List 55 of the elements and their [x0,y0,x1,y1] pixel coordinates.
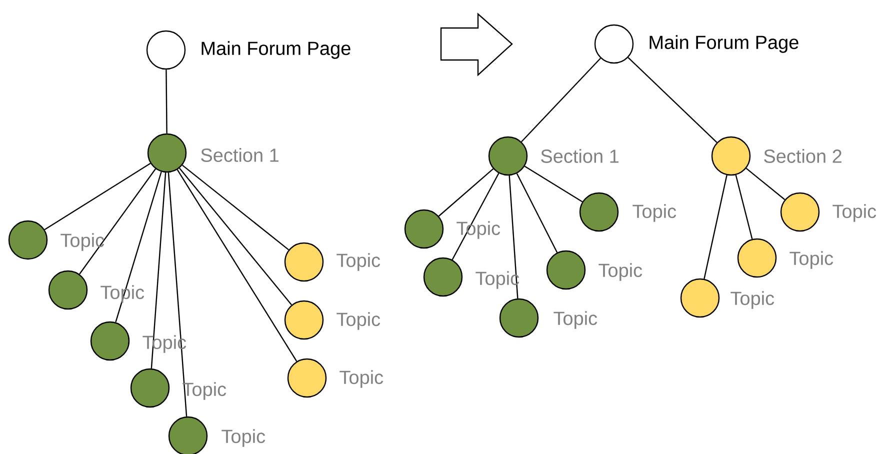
node-circle [711,136,751,176]
node-circle [284,242,324,282]
node-circle [146,30,186,70]
node-circle [680,278,720,318]
node-label: Topic [336,253,380,271]
connector-line [438,168,494,217]
node-circle [546,250,586,290]
node-circle [423,257,463,297]
node-label: Topic [730,291,774,309]
node-circle [284,300,324,340]
node-circle [48,270,88,310]
node-circle [130,368,170,408]
node-label: Main Forum Page [202,41,350,59]
node-label: Topic [336,312,380,330]
node-label: Topic [790,251,834,269]
connector-line [150,172,166,368]
connector-line [115,172,162,322]
connector-line [44,162,151,230]
connector-line [508,176,518,298]
node-label: Section 1 [541,149,618,163]
connector-line [168,172,188,416]
connector-line [735,174,753,240]
connector-line [704,175,728,279]
node-label: Topic [222,429,266,447]
node-label: Topic [598,263,642,281]
node-label: Topic [554,311,598,329]
node-circle [287,358,327,398]
node-circle [737,238,777,278]
connector-line [521,58,601,142]
node-label: Topic [60,233,104,251]
node-label: Topic [340,370,384,388]
connector-line [746,168,786,200]
node-circle [8,220,48,260]
node-circle [594,24,634,64]
node-circle [488,136,528,176]
connector-line [176,169,298,362]
node-circle [499,298,539,338]
node-circle [579,192,619,232]
connector-line [524,166,583,202]
node-label: Topic [632,204,676,222]
node-label: Topic [832,204,876,222]
node-label: Section 2 [764,149,842,163]
node-circle [404,209,444,249]
node-label: Section 1 [201,148,278,162]
connector-line [628,57,718,143]
connector-line [166,70,168,134]
node-label: Main Forum Page [650,35,798,53]
node-circle [168,416,208,454]
connector-line [182,164,290,250]
connector-line [178,168,292,306]
node-circle [780,192,820,232]
node-circle [147,133,187,173]
connector-line [79,168,156,274]
connector-line [516,173,558,253]
node-circle [90,321,130,361]
